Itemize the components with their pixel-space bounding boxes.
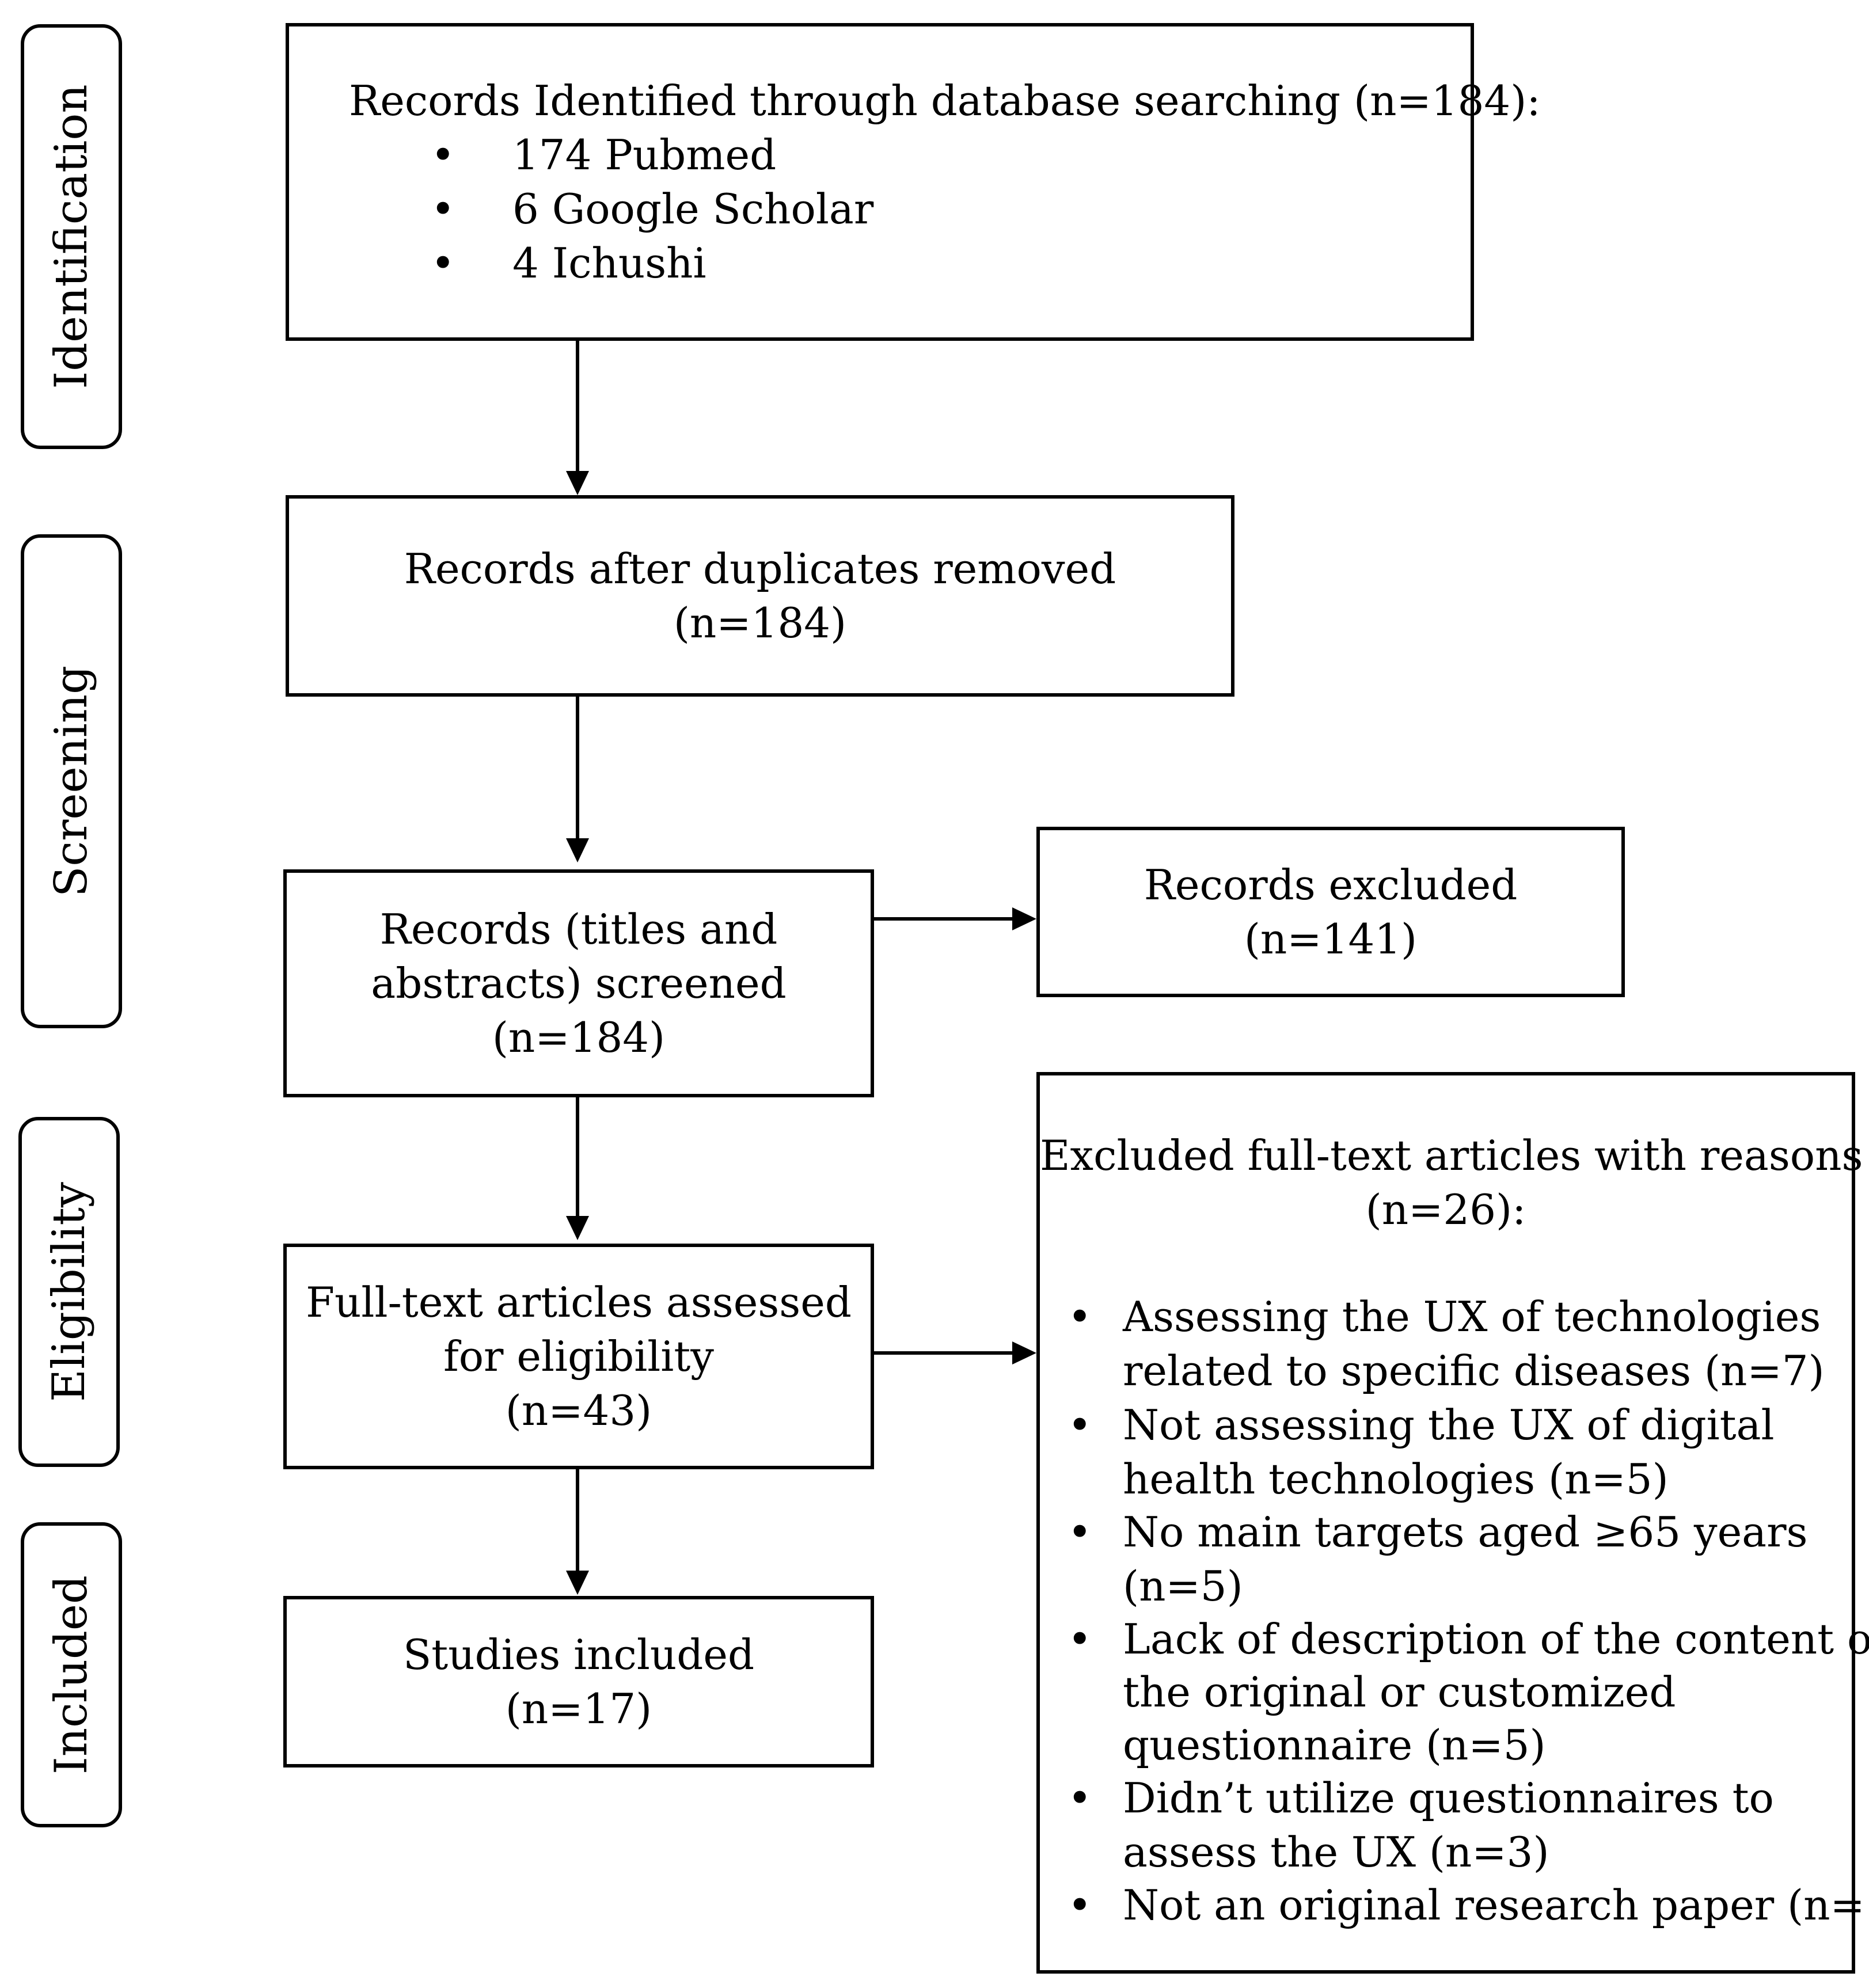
screened-label-line2: abstracts) screened — [371, 959, 787, 1008]
bullet-icon: • — [431, 239, 455, 287]
full-text-label-line2: for eligibility — [443, 1332, 714, 1381]
source-item: • 4 Ichushi — [289, 236, 1471, 290]
arrowhead-down-2 — [566, 838, 589, 862]
bullet-icon: • — [1068, 1401, 1092, 1449]
bullet-icon: • — [1068, 1615, 1092, 1663]
duplicates-removed-count: (n=184) — [673, 599, 847, 647]
exclusion-reason-line: Not an original research paper (n=1) — [1123, 1881, 1869, 1929]
exclusion-reason-item: • No main targets aged ≥65 years (n=5) — [1040, 1505, 1852, 1612]
exclusion-reason-line: Didn’t utilize questionnaires to — [1123, 1774, 1774, 1822]
studies-included-label: Studies included — [402, 1630, 755, 1679]
arrowhead-down-4 — [566, 1571, 589, 1595]
exclusion-reason-item: • Not an original research paper (n=1) — [1040, 1878, 1869, 1932]
full-text-count: (n=43) — [505, 1386, 652, 1435]
source-label: 6 Google Scholar — [512, 185, 874, 233]
screened-label-line1: Records (titles and — [379, 905, 778, 953]
exclusion-reason-line: Assessing the UX of technologies — [1123, 1293, 1821, 1341]
full-text-label-line1: Full-text articles assessed — [306, 1278, 852, 1326]
phase-eligibility: Eligibility — [18, 1117, 120, 1467]
exclusion-reason-line: related to specific diseases (n=7) — [1123, 1347, 1825, 1395]
source-label: 4 Ichushi — [512, 239, 706, 287]
exclusion-reason-line: assess the UX (n=3) — [1123, 1828, 1549, 1876]
exclusion-reason-item: • Lack of description of the content of … — [1040, 1612, 1869, 1771]
duplicates-removed-box: Records after duplicates removed (n=184) — [286, 495, 1234, 697]
screened-count: (n=184) — [492, 1013, 666, 1062]
exclusion-reasons-list: • Assessing the UX of technologies relat… — [1040, 1290, 1869, 1932]
identified-sources-list: • 174 Pubmed • 6 Google Scholar • 4 Ichu… — [289, 128, 1471, 290]
full-text-assessed-box: Full-text articles assessed for eligibil… — [283, 1244, 874, 1469]
records-excluded-label: Records excluded — [1144, 861, 1518, 909]
phase-included-label: Included — [45, 1575, 97, 1774]
excluded-full-text-box: Excluded full-text articles with reasons… — [1036, 1072, 1869, 1974]
arrowhead-down-3 — [566, 1216, 589, 1240]
studies-included-count: (n=17) — [505, 1685, 652, 1733]
studies-included-box: Studies included (n=17) — [283, 1596, 874, 1767]
bullet-icon: • — [1068, 1881, 1092, 1929]
phase-eligibility-label: Eligibility — [43, 1182, 95, 1402]
source-item: • 6 Google Scholar — [289, 182, 1471, 236]
exclusion-reason-item: • Didn’t utilize questionnaires to asses… — [1040, 1771, 1852, 1878]
phase-included: Included — [21, 1522, 122, 1827]
bullet-icon: • — [1068, 1508, 1092, 1556]
arrowhead-right-2 — [1012, 1341, 1036, 1364]
exclusion-reason-line: (n=5) — [1123, 1562, 1243, 1610]
screened-box: Records (titles and abstracts) screened … — [283, 869, 874, 1097]
phase-identification-label: Identification — [45, 84, 97, 389]
bullet-icon: • — [1068, 1774, 1092, 1822]
phase-identification: Identification — [21, 24, 122, 449]
exclusion-reason-line: questionnaire (n=5) — [1123, 1721, 1546, 1769]
bullet-icon: • — [1068, 1293, 1092, 1341]
exclusion-reason-line: the original or customized — [1123, 1668, 1676, 1716]
exclusion-reason-item: • Assessing the UX of technologies relat… — [1040, 1290, 1852, 1398]
excluded-full-text-heading-line1: Excluded full-text articles with reasons — [1040, 1131, 1863, 1180]
excluded-full-text-heading-line2: (n=26): — [1365, 1185, 1526, 1234]
exclusion-reason-line: Not assessing the UX of digital — [1123, 1401, 1775, 1449]
identified-records-box: Records Identified through database sear… — [286, 23, 1541, 341]
records-excluded-box: Records excluded (n=141) — [1036, 827, 1625, 997]
arrowhead-down-1 — [566, 471, 589, 495]
identified-heading: Records Identified through database sear… — [349, 77, 1541, 125]
arrowhead-right-1 — [1012, 907, 1036, 930]
bullet-icon: • — [431, 185, 455, 233]
exclusion-reason-line: health technologies (n=5) — [1123, 1455, 1669, 1503]
exclusion-reason-line: No main targets aged ≥65 years — [1123, 1508, 1808, 1556]
records-excluded-count: (n=141) — [1244, 915, 1418, 963]
source-label: 174 Pubmed — [512, 131, 777, 179]
exclusion-reason-item: • Not assessing the UX of digital health… — [1040, 1398, 1852, 1505]
source-item: • 174 Pubmed — [289, 128, 1471, 182]
duplicates-removed-label: Records after duplicates removed — [404, 545, 1116, 593]
exclusion-reason-line: Lack of description of the content of — [1123, 1615, 1869, 1663]
phase-screening: Screening — [21, 534, 122, 1028]
phase-screening-label: Screening — [45, 665, 97, 898]
bullet-icon: • — [431, 131, 455, 179]
